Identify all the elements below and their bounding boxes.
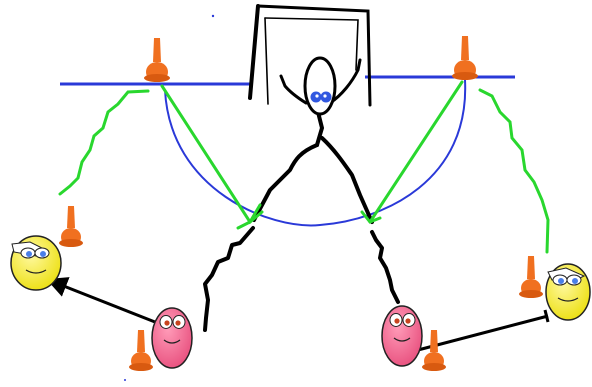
- marker-dots: [124, 14, 215, 381]
- cone-right-top: [452, 36, 478, 80]
- goal-frame: [248, 4, 372, 107]
- cone-bottom-right: [422, 330, 446, 371]
- cone-left-mid: [59, 206, 83, 247]
- player-yellow-right: [545, 263, 591, 321]
- pass-arrow-right-cap: [543, 309, 550, 323]
- dribble-path-right: [370, 230, 400, 304]
- player-pink-right: [381, 305, 423, 367]
- player-yellow-left: [10, 235, 62, 291]
- goal-line: [60, 75, 515, 86]
- penalty-arc: [164, 79, 467, 227]
- cone-right-mid: [519, 256, 543, 298]
- cone-left-bottom: [129, 330, 153, 371]
- player-pink-left: [151, 307, 193, 369]
- goalkeeper-stick-figure: [252, 56, 374, 224]
- pass-arrow-left: [46, 277, 156, 324]
- pass-lines: [58, 80, 550, 254]
- pass-arrow-right: [417, 314, 549, 352]
- cone-left-top: [144, 38, 170, 82]
- dribble-path-left: [203, 226, 255, 332]
